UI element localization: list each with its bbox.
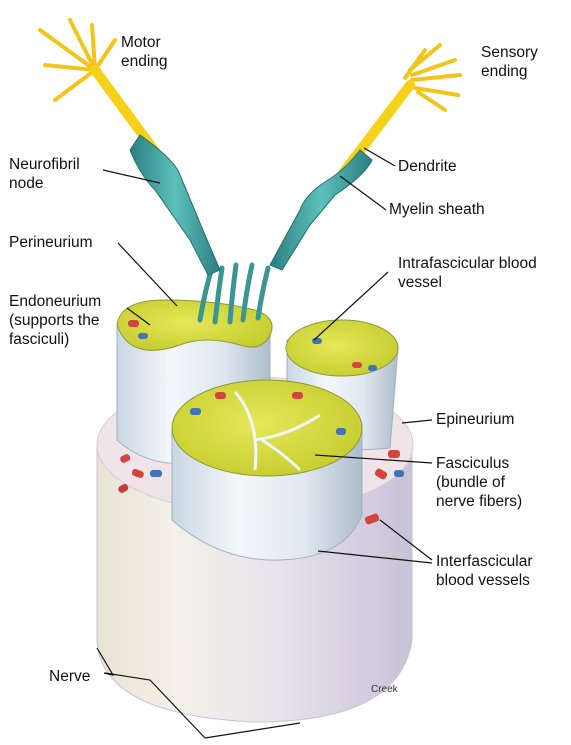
label-neurofibril-node: Neurofibril node [9, 155, 80, 193]
label-endoneurium: Endoneurium (supports the fasciculi) [9, 292, 101, 349]
label-intrafascicular-blood-vessel: Intrafascicular blood vessel [398, 254, 537, 292]
artist-credit: Creek [371, 684, 398, 695]
label-epineurium: Epineurium [436, 410, 514, 429]
leader-perineurium [118, 243, 177, 306]
fascicle-front [172, 380, 362, 560]
leader-myelin-sheath [340, 176, 386, 210]
label-interfascicular-blood-vessels: Interfascicular blood vessels [436, 552, 532, 590]
label-myelin-sheath: Myelin sheath [389, 200, 485, 219]
label-dendrite: Dendrite [398, 157, 457, 176]
leader-epineurium [402, 420, 432, 423]
label-nerve: Nerve [49, 667, 90, 686]
label-motor-ending: Motor ending [121, 33, 168, 71]
label-perineurium: Perineurium [9, 233, 93, 252]
label-fasciculus: Fasciculus (bundle of nerve fibers) [436, 454, 522, 511]
label-sensory-ending: Sensory ending [481, 43, 538, 81]
